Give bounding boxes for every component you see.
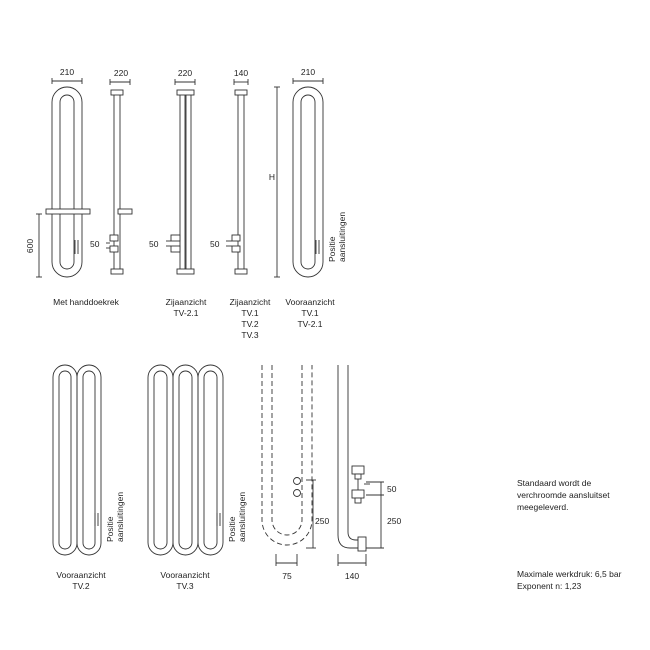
dim-width-210-front: 210 <box>60 67 74 77</box>
caption-vooraanzicht-tv2: Vooraanzicht TV.2 <box>56 570 106 591</box>
dim-50-tv21: 50 <box>149 239 159 249</box>
dim-height-h: H <box>269 172 275 182</box>
caption-vooraanzicht-tv1: Vooraanzicht TV.1 TV-2.1 <box>285 297 335 329</box>
positie-label-tv3: Positie <box>227 516 237 542</box>
dim-75: 75 <box>282 571 292 581</box>
aansluitingen-label-tv1: aansluitingen <box>337 212 347 262</box>
positie-label-tv1: Positie <box>327 236 337 262</box>
connection-detail-side <box>337 365 384 566</box>
dim-250-side: 250 <box>387 516 401 526</box>
dim-50-tv1: 50 <box>210 239 220 249</box>
dim-width-140-tv1: 140 <box>234 68 248 78</box>
aansluitingen-label-tv3: aansluitingen <box>237 492 247 542</box>
aansluitingen-label-tv2: aansluitingen <box>115 492 125 542</box>
front-view-tv-1 <box>274 78 324 278</box>
caption-zijaanzicht-tv21: Zijaanzicht TV-2.1 <box>165 297 207 318</box>
positie-label-tv2: Positie <box>105 516 115 542</box>
dim-50-side: 50 <box>387 484 397 494</box>
side-view-with-towel-rail <box>106 79 133 275</box>
dim-width-220-tv21: 220 <box>178 68 192 78</box>
side-view-tv-2-1 <box>166 79 196 275</box>
dim-140-side: 140 <box>345 571 359 581</box>
dim-250-front: 250 <box>315 516 329 526</box>
dim-50-towel: 50 <box>90 239 100 249</box>
note-werkdruk: Maximale werkdruk: 6,5 bar Exponent n: 1… <box>517 569 622 591</box>
caption-zijaanzicht-tv1: Zijaanzicht TV.1 TV.2 TV.3 <box>229 297 271 340</box>
front-view-tv-2 <box>52 364 102 556</box>
front-view-tv-3 <box>147 364 224 556</box>
side-view-tv-1 <box>226 79 249 275</box>
front-view-with-towel-rail <box>36 78 91 278</box>
connection-position-labels: Positie aansluitingen Positie aansluitin… <box>105 212 347 542</box>
note-standaard-aansluitset: Standaard wordt de verchroomde aansluits… <box>517 478 610 512</box>
dim-width-220-side: 220 <box>114 68 128 78</box>
connection-detail-front <box>261 365 316 566</box>
dim-height-600: 600 <box>25 239 35 253</box>
dim-width-210-tv1: 210 <box>301 67 315 77</box>
caption-vooraanzicht-tv3: Vooraanzicht TV.3 <box>160 570 210 591</box>
dimension-labels: 210 220 220 140 210 600 50 50 50 H 250 7… <box>25 67 401 581</box>
caption-met-handdoekrek: Met handdoekrek <box>53 297 119 307</box>
